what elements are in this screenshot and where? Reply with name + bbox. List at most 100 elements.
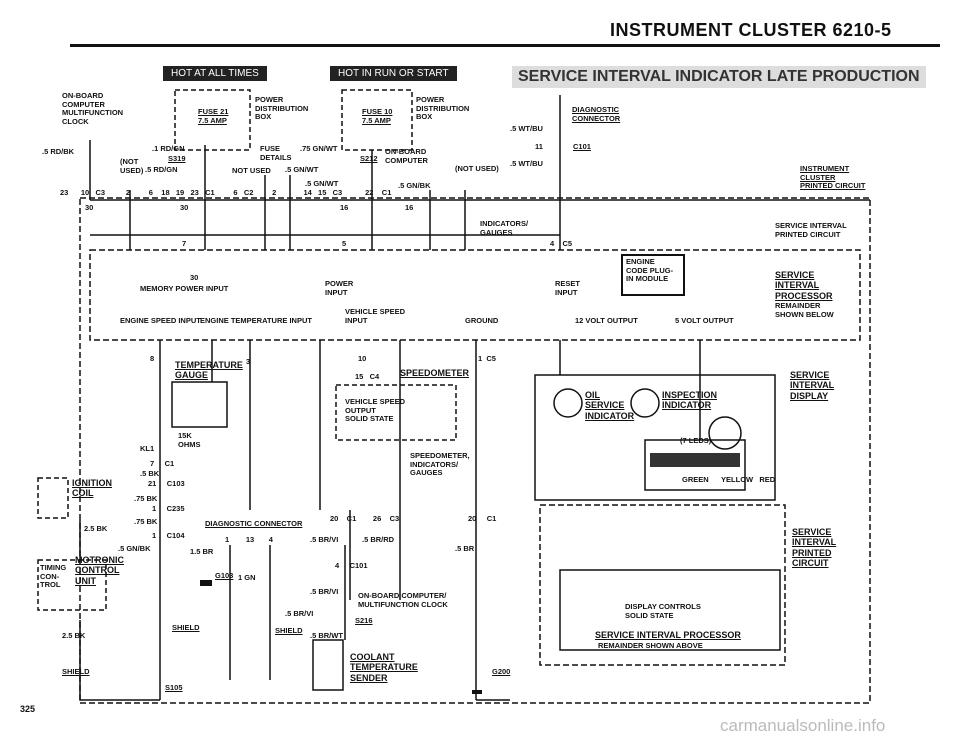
si-processor-remainder: SERVICE INTERVAL PROCESSOR [595, 630, 741, 640]
pin-30: 30 [85, 203, 94, 212]
vehicle-speed-output-box [335, 384, 457, 441]
wire-5gnwt-a: .5 GN/WT [285, 165, 319, 174]
c101-top: C101 [573, 142, 591, 151]
memory-power-input: MEMORY POWER INPUT [140, 284, 229, 293]
top-pin-row: 23 10 C3 2 6 18 19 23 C1 6 C2 2 14 15 C3… [60, 188, 392, 197]
pin-4-c5: 4 C5 [550, 239, 573, 248]
si-printed-circuit-label: SERVICE INTERVAL PRINTED CIRCUIT [775, 221, 847, 239]
c235: 1 C235 [152, 504, 185, 513]
ignition-coil-box [37, 477, 69, 519]
si-lower-box [539, 504, 786, 666]
led-box [644, 439, 746, 491]
wire-15br: 1.5 BR [190, 547, 214, 556]
diagnostic-connector-label: DIAGNOSTIC CONNECTOR [205, 519, 303, 528]
remainder-above: REMAINDER SHOWN ABOVE [598, 641, 703, 650]
shield-b: SHIELD [275, 626, 303, 635]
wire-5brvi-c: .5 BR/VI [285, 609, 314, 618]
si-processor-label: SERVICE INTERVAL PROCESSOR [775, 270, 833, 301]
wire-1gn: 1 GN [238, 573, 256, 582]
si-processor-box [89, 249, 861, 341]
c101-bot: 4 C101 [335, 561, 368, 570]
ohms-label: 15K OHMS [178, 431, 201, 449]
wire-5wtbu-2: .5 WT/BU [510, 159, 543, 168]
not-used-right: (NOT USED) [455, 164, 499, 173]
s319: S319 [168, 154, 186, 163]
display-controls-box [559, 569, 781, 651]
g103: G103 [215, 571, 234, 580]
wire-5brwt: .5 BR/WT [310, 631, 343, 640]
page-title: INSTRUMENT CLUSTER 6210-5 [610, 20, 892, 40]
wire-25bk-b: 2.5 BK [62, 631, 86, 640]
c103: 21 C103 [148, 479, 185, 488]
not-used-left: (NOT USED) [120, 157, 144, 175]
reset-input: RESET INPUT [555, 279, 581, 297]
wire-5wtbu-1: .5 WT/BU [510, 124, 543, 133]
timing-control-label: TIMING CON- TROL [40, 563, 67, 590]
wire-5rdgn: .5 RD/GN [145, 165, 178, 174]
hot-in-run-banner: HOT IN RUN OR START [330, 66, 457, 81]
wire-5br: .5 BR [455, 544, 475, 553]
wire-5gnbk: .5 GN/BK [398, 181, 431, 190]
power-distribution-left-label: POWER DISTRIBUTION BOX [255, 95, 309, 122]
temperature-gauge-box [171, 381, 228, 428]
header-rule [70, 44, 940, 47]
engine-speed-input: ENGINE SPEED INPUT [120, 316, 201, 325]
wire-75bk-b: .75 BK [134, 517, 158, 526]
pin-30b: 30 [180, 203, 189, 212]
wire-5brvi-b: .5 BR/VI [310, 587, 339, 596]
led-bar [650, 453, 740, 467]
s216: S216 [355, 616, 373, 625]
si-display-box [534, 374, 776, 501]
led-colors: GREEN YELLOW RED [682, 475, 776, 484]
onboard-computer-label: ON-BOARD COMPUTER MULTIFUNCTION CLOCK [62, 91, 124, 126]
pin-8: 8 [150, 354, 155, 363]
fuse-box-left [174, 89, 251, 151]
wire-1rdgn: .1 RD/GN [152, 144, 185, 153]
shield-c: SHIELD [62, 667, 90, 676]
ground-g103-symbol [200, 580, 212, 586]
page-number: 325 [20, 704, 36, 714]
wire-5rdbk: .5 RD/BK [42, 147, 75, 156]
remainder-below: REMAINDER SHOWN BELOW [775, 301, 834, 319]
wire-5bk: .5 BK [140, 469, 160, 478]
fuse21-label: FUSE 21 7.5 AMP [198, 107, 229, 125]
g200: G200 [492, 667, 511, 676]
pin-1-c5: 1 C5 [478, 354, 496, 363]
pin-15-c4: 15 C4 [355, 372, 380, 381]
onboard-computer-r: ON-BOARD COMPUTER [385, 147, 428, 165]
pin-7: 7 [182, 239, 187, 248]
motronic-box [37, 559, 107, 611]
s212: S212 [360, 154, 378, 163]
speedometer-label: SPEEDOMETER [400, 368, 470, 378]
pin-5: 5 [342, 239, 347, 248]
wire-25bk-a: 2.5 BK [84, 524, 108, 533]
ground-g200-symbol [472, 690, 482, 694]
engine-code-plug-box [621, 254, 685, 296]
12v-output: 12 VOLT OUTPUT [575, 316, 638, 325]
power-distribution-right-label: POWER DISTRIBUTION BOX [416, 95, 470, 122]
pin-11: 11 [535, 142, 543, 151]
fuse-details: FUSE DETAILS [260, 144, 292, 162]
not-used-mid: NOT USED [232, 166, 271, 175]
wire-75bk-a: .75 BK [134, 494, 158, 503]
coolant-sender-box [312, 639, 344, 691]
power-input: POWER INPUT [325, 279, 354, 297]
engine-code-plug-label: ENGINE CODE PLUG- IN MODULE [626, 257, 674, 284]
leds-label: (7 LEDS) [680, 436, 712, 445]
indicators-gauges-top: INDICATORS/ GAUGES [480, 219, 529, 237]
ignition-coil-label: IGNITION COIL [72, 478, 112, 499]
si-lower-label: SERVICE INTERVAL PRINTED CIRCUIT [792, 527, 837, 569]
pin-30-c: 30 [190, 273, 199, 282]
pin-16b: 16 [405, 203, 414, 212]
fuse-box-right [341, 89, 413, 151]
engine-temp-input: ENGINE TEMPERATURE INPUT [200, 316, 312, 325]
wire-5brrd: .5 BR/RD [362, 535, 395, 544]
speedometer-indicators-gauges: SPEEDOMETER, INDICATORS/ GAUGES [410, 451, 470, 478]
s105: S105 [165, 683, 183, 692]
diag-pins: 1 13 4 [225, 535, 273, 544]
hot-at-all-times-banner: HOT AT ALL TIMES [163, 66, 267, 81]
si-display-label: SERVICE INTERVAL DISPLAY [790, 370, 835, 401]
pin-16: 16 [340, 203, 349, 212]
display-controls-label: DISPLAY CONTROLS SOLID STATE [625, 602, 701, 620]
